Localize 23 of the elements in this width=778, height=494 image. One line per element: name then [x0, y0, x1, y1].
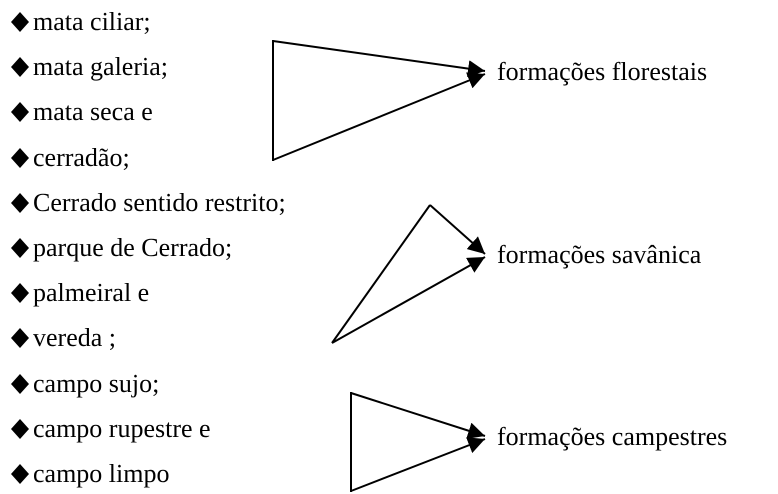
arrow	[272, 40, 486, 78]
bracket-line	[272, 40, 274, 161]
list-item: cerradão;	[33, 144, 130, 172]
list-item: campo rupestre e	[33, 414, 211, 443]
category-label: formações campestres	[485, 422, 728, 452]
arrow	[350, 392, 486, 439]
category-label: formações florestais	[485, 57, 708, 87]
list-item: vereda ;	[33, 324, 116, 352]
category-label: formações savânica	[485, 240, 702, 270]
list-item: Cerrado sentido restrito;	[33, 188, 286, 217]
list-item: palmeiral e	[33, 279, 150, 308]
bracket-line	[331, 204, 431, 344]
list-item: mata galeria;	[33, 53, 168, 82]
arrow	[429, 204, 486, 255]
arrow	[350, 437, 486, 492]
list-item: parque de Cerrado;	[33, 234, 232, 262]
list-item: campo sujo;	[33, 370, 160, 398]
bracket-line	[350, 392, 352, 492]
list-item: campo limpo	[33, 460, 170, 488]
arrow	[272, 72, 486, 161]
list-item: mata ciliar;	[33, 8, 151, 36]
list-item: mata seca e	[33, 98, 153, 126]
arrow	[332, 256, 486, 344]
